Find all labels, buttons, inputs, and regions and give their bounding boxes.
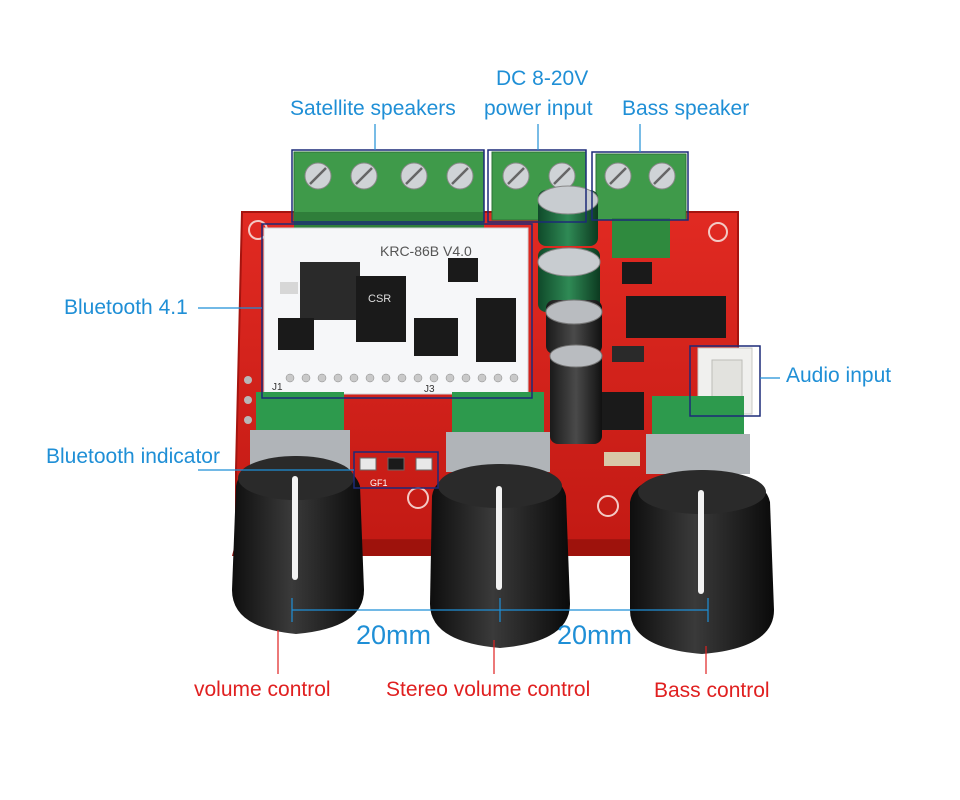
bluetooth-indicator-leds xyxy=(359,457,433,471)
volume-control-label: volume control xyxy=(194,678,331,701)
bass-terminal-block xyxy=(595,153,687,258)
gf1-text: GF1 xyxy=(370,478,388,488)
right-side-ics xyxy=(602,262,726,466)
left-spacing-label: 20mm xyxy=(356,620,432,650)
module-pins xyxy=(285,373,519,383)
dimension-line xyxy=(291,598,709,622)
module-model-text: KRC-86B V4.0 xyxy=(380,243,472,259)
module-chip-text: CSR xyxy=(368,293,391,305)
bluetooth-label: Bluetooth 4.1 xyxy=(64,296,188,319)
satellite-speakers-label: Satellite speakers xyxy=(290,97,456,120)
module-j3-text: J3 xyxy=(424,384,435,395)
module-j1-text: J1 xyxy=(272,382,283,393)
red-leader-lines xyxy=(277,630,707,674)
power-input-label: power input xyxy=(484,97,593,120)
bass-knob xyxy=(630,470,774,654)
blue-leader-lines xyxy=(198,124,780,471)
bluetooth-module xyxy=(263,227,529,395)
capacitors xyxy=(537,185,603,444)
dc-voltage-label: DC 8-20V xyxy=(496,67,589,90)
stereo-volume-knob xyxy=(430,464,570,648)
bluetooth-indicator-label: Bluetooth indicator xyxy=(46,445,220,468)
bass-speaker-label: Bass speaker xyxy=(622,97,750,120)
right-spacing-label: 20mm xyxy=(557,620,633,650)
volume-knob xyxy=(232,456,364,634)
callout-frames xyxy=(261,149,761,489)
stereo-volume-control-label: Stereo volume control xyxy=(386,678,591,701)
audio-input-label: Audio input xyxy=(786,364,892,387)
bass-control-label: Bass control xyxy=(654,679,770,702)
